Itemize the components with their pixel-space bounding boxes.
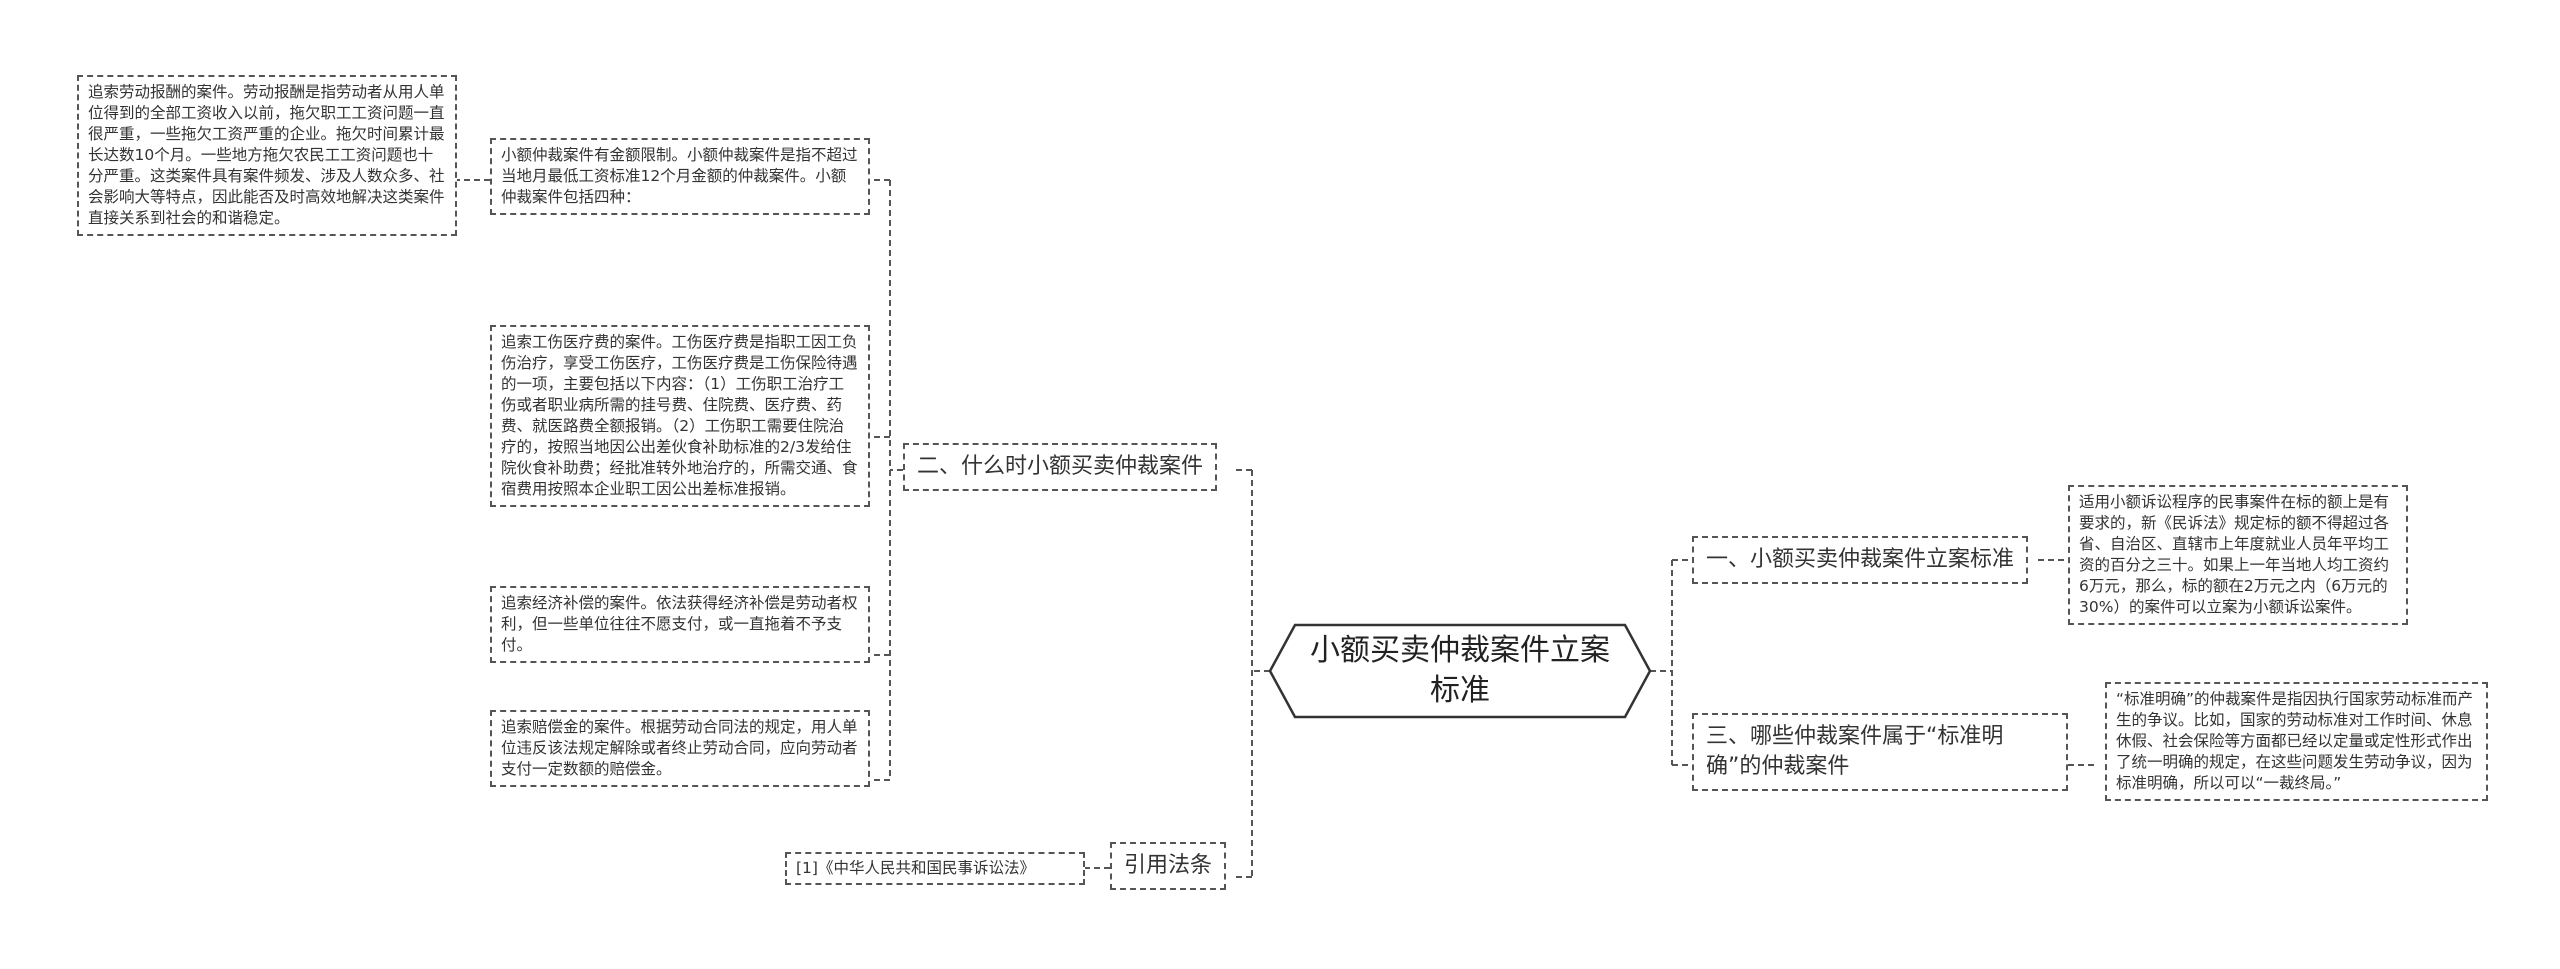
branch-what-are-small-cases[interactable]: 二、什么时小额买卖仲裁案件 <box>903 443 1218 491</box>
branch-cited-law[interactable]: 引用法条 <box>1110 842 1227 890</box>
wage-claim-case: 追索劳动报酬的案件。劳动报酬是指劳动者从用人单位得到的全部工资收入以前，拖欠职工… <box>77 75 457 236</box>
root-node[interactable]: 小额买卖仲裁案件立案标准 <box>1310 633 1610 708</box>
root-node-shape <box>1268 623 1652 719</box>
law-reference[interactable]: [1]《中华人民共和国民事诉讼法》 <box>785 852 1085 885</box>
branch-clear-standard-label: 三、哪些仲裁案件属于“标准明确”的仲裁案件 <box>1706 724 2004 779</box>
branch-filing-standard[interactable]: 一、小额买卖仲裁案件立案标准 <box>1692 536 2029 584</box>
damages-case: 追索赔偿金的案件。根据劳动合同法的规定，用人单位违反该法规定解除或者终止劳动合同… <box>490 710 870 787</box>
economic-compensation-case: 追索经济补偿的案件。依法获得经济补偿是劳动者权利，但一些单位往往不愿支付，或一直… <box>490 586 870 663</box>
clear-standard-detail: “标准明确”的仲裁案件是指因执行国家劳动标准而产生的争议。比如，国家的劳动标准对… <box>2105 682 2488 801</box>
branch-clear-standard-cases[interactable]: 三、哪些仲裁案件属于“标准明确”的仲裁案件 <box>1692 713 2068 791</box>
filing-standard-detail: 适用小额诉讼程序的民事案件在标的额上是有要求的，新《民诉法》规定标的额不得超过各… <box>2068 485 2408 625</box>
medical-fee-case: 追索工伤医疗费的案件。工伤医疗费是指职工因工负伤治疗，享受工伤医疗，工伤医疗费是… <box>490 325 870 507</box>
small-case-intro: 小额仲裁案件有金额限制。小额仲裁案件是指不超过当地月最低工资标准12个月金额的仲… <box>490 138 870 215</box>
